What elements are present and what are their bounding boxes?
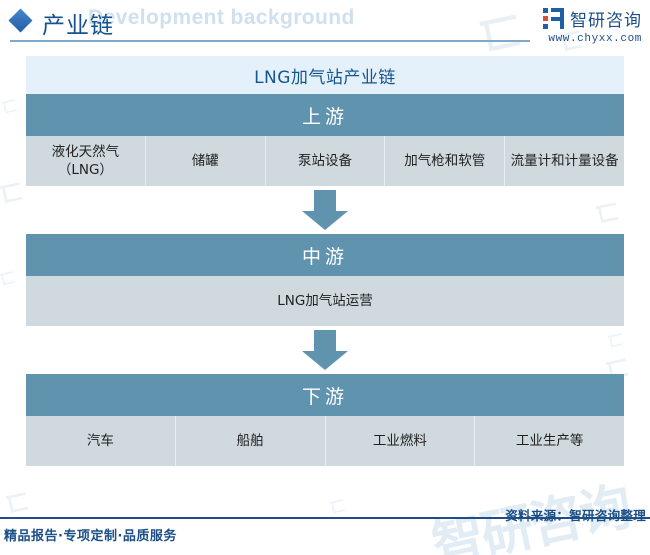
- tier-item: 泵站设备: [266, 136, 386, 186]
- tier-item: 加气枪和软管: [385, 136, 506, 186]
- down-arrow-icon: [302, 330, 348, 370]
- tier-midstream: 中游 LNG加气站运营: [26, 234, 624, 326]
- footer-tagline: 精品报告·专项定制·品质服务: [4, 529, 177, 544]
- tier-downstream: 下游 汽车 船舶 工业燃料 工业生产等: [26, 374, 624, 466]
- brand-row: 智研咨询: [543, 6, 642, 31]
- tier-item: 工业生产等: [515, 432, 584, 449]
- tier-item: 流量计和计量设备: [510, 152, 619, 169]
- tier-upstream: 上游 液化天然气（LNG） 储罐 泵站设备 加气枪和软管 流量计和计量设备: [26, 94, 624, 186]
- header-background-text: Development background: [88, 6, 355, 29]
- page-footer: 资料来源：智研咨询整理 精品报告·专项定制·品质服务: [0, 503, 650, 555]
- tier-item: 船舶: [176, 416, 326, 466]
- industry-chain-diagram: LNG加气站产业链 上游 液化天然气（LNG） 储罐 泵站设备 加气枪和软管 流…: [26, 56, 624, 466]
- tier-items-upstream: 液化天然气（LNG） 储罐 泵站设备 加气枪和软管 流量计和计量设备: [26, 136, 624, 186]
- brand-url: www.chyxx.com: [548, 33, 642, 45]
- watermark-logo: 匸: [0, 97, 17, 118]
- page-title: 产业链: [42, 13, 114, 39]
- diamond-icon: [8, 8, 33, 33]
- arrow-upstream-to-midstream: [26, 186, 624, 234]
- source-note: 资料来源：智研咨询整理: [505, 508, 646, 523]
- watermark-logo: 匸: [0, 179, 23, 208]
- arrow-midstream-to-downstream: [26, 326, 624, 374]
- tier-item: 汽车: [26, 416, 176, 466]
- tier-items-midstream: LNG加气站运营: [26, 276, 624, 326]
- chyxx-logo-icon: [543, 8, 564, 29]
- tier-header-upstream: 上游: [26, 94, 624, 136]
- tier-header-midstream: 中游: [26, 234, 624, 276]
- tier-item: 储罐: [146, 136, 266, 186]
- watermark-logo: 匸: [0, 269, 15, 290]
- footer-divider: [0, 517, 650, 519]
- tier-items-downstream: 汽车 船舶 工业燃料 工业生产等: [26, 416, 624, 466]
- brand-name: 智研咨询: [570, 11, 642, 31]
- chain-title: LNG加气站产业链: [26, 56, 624, 94]
- tier-item: LNG加气站运营: [277, 292, 373, 309]
- tier-item: 液化天然气（LNG）: [26, 136, 146, 186]
- header-divider: [10, 40, 530, 42]
- tier-item: 工业燃料: [326, 416, 476, 466]
- down-arrow-icon: [302, 190, 348, 230]
- brand-block: 智研咨询 www.chyxx.com: [543, 6, 642, 45]
- tier-header-downstream: 下游: [26, 374, 624, 416]
- page-header: Development background 产业链 智研咨询 www.chyx…: [0, 0, 650, 48]
